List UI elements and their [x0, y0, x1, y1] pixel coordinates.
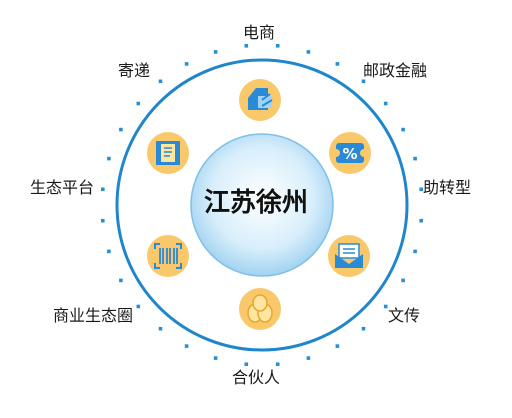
ring-dot — [158, 326, 163, 331]
segment-label-postal-finance: 邮政金融 — [363, 61, 428, 80]
coin-stack-icon — [239, 288, 281, 330]
ring-dot — [184, 62, 189, 66]
segment-label-delivery: 寄递 — [118, 61, 151, 80]
envelope-document-icon — [328, 235, 370, 277]
segment-label-business-ecosystem: 商业生态圈 — [53, 306, 134, 325]
ring-dot — [361, 326, 366, 331]
ring-dot — [136, 101, 141, 106]
ring-dot — [184, 344, 189, 348]
ring-dot — [119, 127, 123, 132]
ring-dot — [401, 127, 405, 132]
svg-text:%: % — [342, 145, 357, 163]
main-ring — [115, 58, 409, 352]
barcode-scanner-icon — [147, 235, 189, 277]
ring-dot — [275, 362, 280, 366]
segment-label-ecommerce: 电商 — [243, 23, 276, 42]
ring-dot — [275, 44, 280, 48]
receipt-icon — [147, 132, 189, 174]
ring-dot — [335, 344, 340, 348]
ring-dot — [101, 187, 105, 192]
ring-dot — [335, 62, 340, 66]
segment-label-eco-platform: 生态平台 — [30, 178, 95, 197]
ring-dot — [401, 278, 405, 283]
ring-dot — [413, 249, 417, 254]
ring-dot — [119, 278, 123, 283]
ring-dot — [419, 218, 423, 223]
ring-dot — [213, 50, 218, 54]
ring-dot — [383, 304, 388, 309]
coupon-ticket-icon: % — [329, 132, 371, 174]
ring-dot — [107, 156, 111, 161]
ring-dot — [383, 101, 388, 106]
ring-dot — [213, 356, 218, 360]
ring-dot — [419, 187, 423, 192]
dotted-outer-ring — [101, 44, 423, 366]
ring-dot — [107, 249, 111, 254]
center-title: 江苏徐州 — [203, 188, 308, 218]
ring-dot — [244, 362, 249, 366]
segment-label-culture: 文传 — [388, 306, 421, 325]
ring-dot — [413, 156, 417, 161]
ring-dot — [244, 44, 249, 48]
segment-label-partner: 合伙人 — [232, 368, 281, 387]
warehouse-boxes-icon — [239, 79, 281, 121]
ring-dot — [101, 218, 105, 223]
ring-dot — [306, 356, 311, 360]
ring-dot — [158, 79, 163, 84]
center-circle — [190, 133, 334, 277]
segment-label-transformation: 助转型 — [423, 178, 472, 197]
ring-dot — [361, 79, 366, 84]
ring-dot — [136, 304, 141, 309]
ring-dot — [306, 50, 311, 54]
